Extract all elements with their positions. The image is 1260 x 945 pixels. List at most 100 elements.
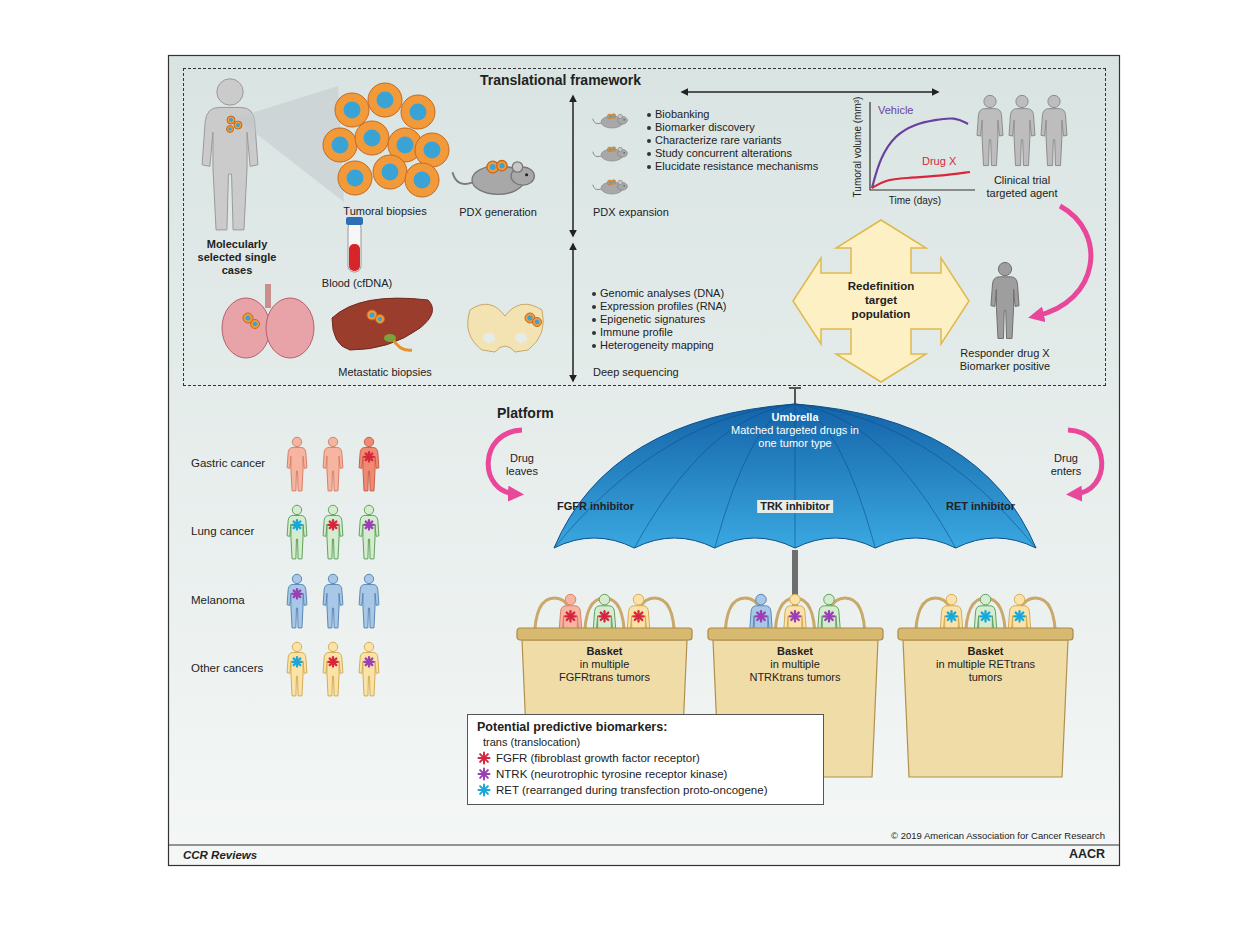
legend-entry: RET (rearranged during transfection prot… xyxy=(477,782,814,798)
cross-arrow: Redefinition target population xyxy=(791,218,971,384)
label-text: PDX generation xyxy=(459,206,537,219)
legend-entry: NTRK (neurotrophic tyrosine receptor kin… xyxy=(477,766,814,782)
label-text: TRK inhibitor xyxy=(757,500,833,513)
liver-organ xyxy=(332,298,433,350)
tumor-cell xyxy=(401,95,435,129)
node-body: trans (translocation) xyxy=(477,735,814,750)
tumor-cell xyxy=(373,155,407,189)
biomarker-star xyxy=(980,611,991,622)
biomarker-star xyxy=(756,611,767,622)
tumor-cell xyxy=(611,114,615,118)
person-figure xyxy=(323,437,343,491)
label-text: Molecularly selected single cases xyxy=(187,238,287,277)
tumor-cell xyxy=(335,93,369,127)
biomarker-star xyxy=(790,611,801,622)
biomarker-star xyxy=(824,611,835,622)
label-text: PDX expansion xyxy=(593,206,669,219)
label-text: Platform xyxy=(497,407,554,420)
person-figure xyxy=(977,95,1003,165)
label-text: Clinical trial targeted agent xyxy=(977,174,1067,200)
node-heading: Redefinition target population xyxy=(839,280,923,321)
bullet-item: Characterize rare variants xyxy=(655,134,820,147)
biomarker-star xyxy=(292,657,301,666)
person-figure xyxy=(287,505,307,559)
legend-swatch xyxy=(477,783,491,797)
person-figure xyxy=(323,505,343,559)
person-figure xyxy=(323,574,343,628)
tumor-cell xyxy=(405,163,439,197)
label-text: Melanoma xyxy=(191,594,245,607)
label-text: Vehicle xyxy=(878,104,913,117)
node-body: Matched targeted drugs in one tumor type xyxy=(728,424,863,450)
pink-arrow xyxy=(1036,206,1091,316)
mouse-icon xyxy=(453,161,535,195)
biomarker-star xyxy=(946,611,957,622)
person-figure xyxy=(323,642,343,696)
umbrella-shape: UmbrellaMatched targeted drugs in one tu… xyxy=(550,400,1040,550)
bullet-item: Elucidate resistance mechanisms xyxy=(655,160,820,173)
biomarker-star xyxy=(599,611,610,622)
double-arrow xyxy=(572,244,574,381)
footer-rule xyxy=(168,844,1120,845)
bullet-item: Biomarker discovery xyxy=(655,121,820,134)
person-figure xyxy=(287,574,307,628)
tumor-cell xyxy=(251,320,260,329)
legend-text: FGFR (fibroblast growth factor receptor) xyxy=(496,750,700,766)
label-text: Tumoral biopsies xyxy=(343,205,426,218)
tumor-cell xyxy=(323,128,357,162)
bullet-item: Genomic analyses (DNA) xyxy=(600,287,724,300)
label-text: Drug X xyxy=(922,155,956,168)
person-figure xyxy=(287,437,307,491)
bullet-item: Biobanking xyxy=(655,108,820,121)
basket-shape: Basketin multiple RETtrans tumors xyxy=(898,628,1073,778)
biomarker-star xyxy=(364,452,373,461)
label-text: RET inhibitor xyxy=(946,500,1015,513)
framework-panel: Redefinition target population Translatio… xyxy=(183,68,1106,386)
node-heading: Basket xyxy=(777,645,813,658)
label-text: Time (days) xyxy=(889,194,941,207)
person-figure xyxy=(359,642,379,696)
pelvis-bone xyxy=(468,304,544,352)
label-text: Drug leaves xyxy=(500,452,544,478)
legend-text: NTRK (neurotrophic tyrosine receptor kin… xyxy=(496,766,727,782)
person-figure xyxy=(1009,95,1035,165)
legend-box: Potential predictive biomarkers:trans (t… xyxy=(467,714,824,805)
label-text: Drug enters xyxy=(1044,452,1088,478)
label-text: Tumoral volume (mm³) xyxy=(851,97,864,198)
bullet-item: Heterogeneity mapping xyxy=(600,339,714,352)
bullet-item: Study concurrent alterations xyxy=(655,147,820,160)
biomarker-star xyxy=(364,520,373,529)
node-heading: Basket xyxy=(586,645,622,658)
tumor-cell xyxy=(227,116,235,124)
label-text: © 2019 American Association for Cancer R… xyxy=(891,829,1105,842)
tumor-cell xyxy=(611,180,615,184)
legend-text: RET (rearranged during transfection prot… xyxy=(496,782,767,798)
person-figure xyxy=(1041,95,1067,165)
bullet-item: Expression profiles (RNA) xyxy=(600,300,727,313)
label-text: Deep sequencing xyxy=(593,366,679,379)
label-text: AACR xyxy=(1069,848,1105,861)
mouse-icon xyxy=(593,147,628,161)
person-figure xyxy=(991,262,1019,338)
lung-organ xyxy=(222,284,314,358)
growth-chart xyxy=(870,102,975,190)
double-arrow xyxy=(682,91,938,93)
label-text: Gastric cancer xyxy=(191,457,265,470)
tumor-cell xyxy=(533,318,542,327)
label-text: Responder drug X Biomarker positive xyxy=(950,347,1060,373)
node-heading: Translational framework xyxy=(480,72,641,88)
tumor-cell xyxy=(415,133,449,167)
biomarker-star xyxy=(565,611,576,622)
tumor-cell xyxy=(234,121,242,129)
biomarker-star xyxy=(1014,611,1025,622)
biomarker-star xyxy=(633,611,644,622)
node-heading: Basket xyxy=(967,645,1003,658)
tumor-cell xyxy=(338,161,372,195)
label-text: FGFR inhibitor xyxy=(557,500,634,513)
legend-swatch xyxy=(477,767,491,781)
node-heading: Potential predictive biomarkers: xyxy=(477,719,814,735)
biomarker-star xyxy=(328,657,337,666)
person-figure xyxy=(359,505,379,559)
tumor-cell xyxy=(355,121,389,155)
